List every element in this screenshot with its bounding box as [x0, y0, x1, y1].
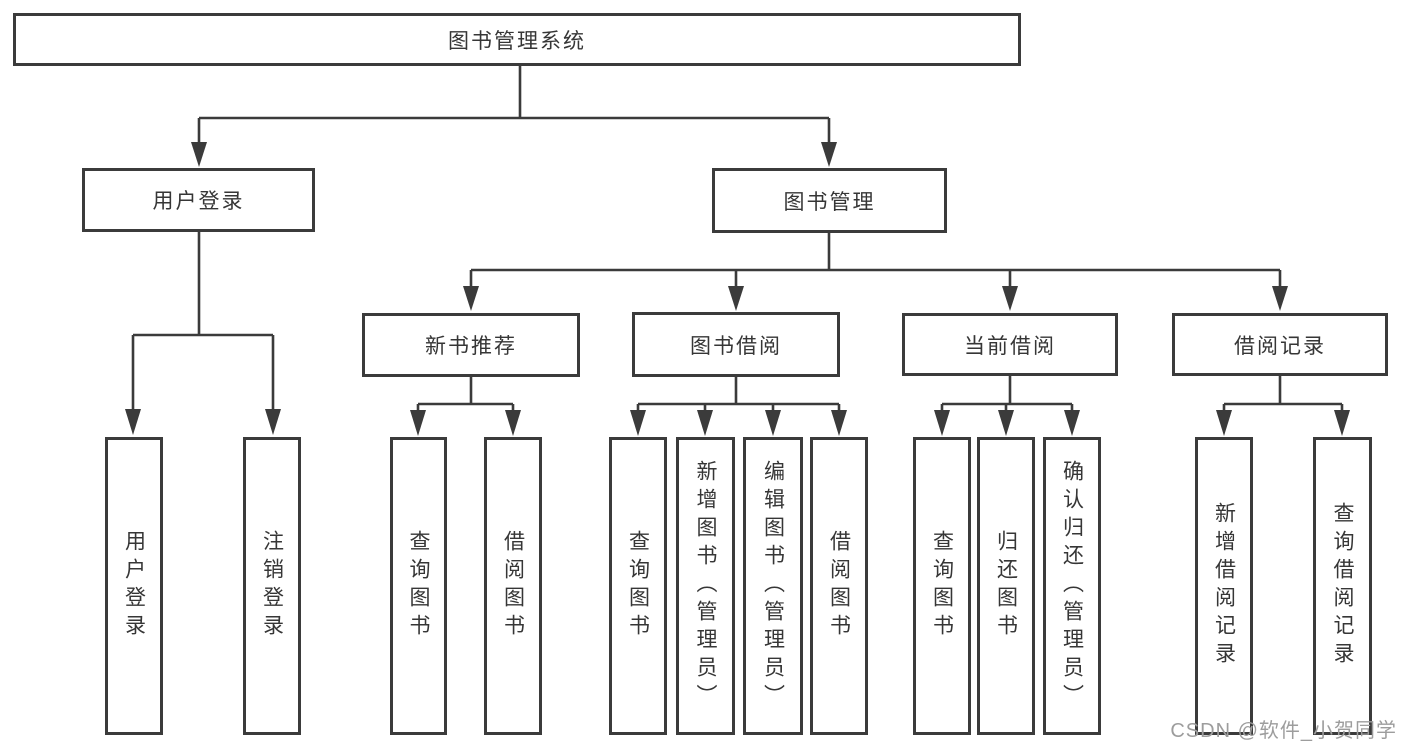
node-root: 图书管理系统: [13, 13, 1021, 66]
node-user-login-label: 用户登录: [152, 190, 245, 213]
arrow-icon: [1272, 286, 1288, 311]
arrow-icon: [1002, 286, 1018, 311]
leaf-user-login: 用户登录: [105, 437, 163, 735]
leaf-borrow-books-recommend: 借阅图书: [484, 437, 542, 735]
leaf-user-login-label: 用户登录: [122, 530, 146, 642]
leaf-query-books-current-label: 查询图书: [930, 530, 954, 642]
leaf-edit-book-admin: 编辑图书（管理员）: [743, 437, 803, 735]
arrow-icon: [697, 410, 713, 436]
node-user-login: 用户登录: [82, 168, 315, 232]
leaf-logout: 注销登录: [243, 437, 301, 735]
arrow-icon: [1334, 410, 1350, 436]
leaf-confirm-return-admin: 确认归还（管理员）: [1043, 437, 1101, 735]
arrow-icon: [831, 410, 847, 436]
connector-userlogin-to-leaves: [131, 232, 275, 412]
leaf-borrow-books-recommend-label: 借阅图书: [501, 530, 525, 642]
node-current-borrow: 当前借阅: [902, 313, 1118, 376]
node-borrow-records-label: 借阅记录: [1234, 334, 1326, 358]
node-book-borrow-label: 图书借阅: [690, 334, 782, 358]
arrow-icon: [728, 286, 744, 311]
leaf-query-borrow-record-label: 查询借阅记录: [1331, 502, 1354, 670]
arrow-icon: [1064, 410, 1080, 436]
leaf-borrow-books: 借阅图书: [810, 437, 868, 735]
arrow-icon: [265, 409, 281, 435]
leaf-add-book-admin: 新增图书（管理员）: [676, 437, 735, 735]
node-new-book-recommend-label: 新书推荐: [425, 335, 517, 358]
connector-bookmgmt-to-level2: [469, 233, 1282, 288]
arrow-icon: [821, 142, 837, 167]
node-current-borrow-label: 当前借阅: [964, 334, 1056, 358]
leaf-logout-label: 注销登录: [260, 530, 284, 642]
leaf-return-book-label: 归还图书: [994, 530, 1018, 642]
arrow-icon: [410, 410, 426, 436]
arrow-icon: [463, 286, 479, 311]
leaf-return-book: 归还图书: [977, 437, 1035, 735]
leaf-query-books-current: 查询图书: [913, 437, 971, 735]
node-book-management-label: 图书管理: [783, 190, 876, 214]
leaf-query-books-borrow: 查询图书: [609, 437, 667, 735]
node-new-book-recommend: 新书推荐: [362, 313, 580, 377]
node-book-borrow: 图书借阅: [632, 312, 840, 377]
leaf-query-books-recommend: 查询图书: [390, 437, 447, 735]
leaf-query-books-borrow-label: 查询图书: [626, 530, 650, 642]
arrowheads: [125, 142, 1350, 436]
node-borrow-records: 借阅记录: [1172, 313, 1388, 376]
arrow-icon: [934, 410, 950, 436]
arrow-icon: [125, 409, 141, 435]
leaf-query-borrow-record: 查询借阅记录: [1313, 437, 1372, 735]
leaf-add-book-admin-label: 新增图书（管理员）: [694, 460, 717, 712]
node-root-label: 图书管理系统: [448, 29, 586, 53]
watermark-text: CSDN @软件_小贺同学: [1170, 720, 1397, 742]
arrow-icon: [1216, 410, 1232, 436]
leaf-borrow-books-label: 借阅图书: [827, 530, 851, 642]
node-book-management: 图书管理: [712, 168, 947, 233]
leaf-edit-book-admin-label: 编辑图书（管理员）: [761, 460, 785, 712]
leaf-add-borrow-record: 新增借阅记录: [1195, 437, 1253, 735]
arrow-icon: [191, 142, 207, 167]
arrow-icon: [505, 410, 521, 436]
connector-root-to-level1: [197, 66, 831, 144]
arrow-icon: [998, 410, 1014, 436]
leaf-query-books-recommend-label: 查询图书: [407, 530, 430, 642]
arrow-icon: [630, 410, 646, 436]
leaf-confirm-return-admin-label: 确认归还（管理员）: [1060, 460, 1084, 712]
arrow-icon: [765, 410, 781, 436]
leaf-add-borrow-record-label: 新增借阅记录: [1212, 502, 1236, 670]
connector-level2-to-leaves: [416, 376, 1344, 412]
